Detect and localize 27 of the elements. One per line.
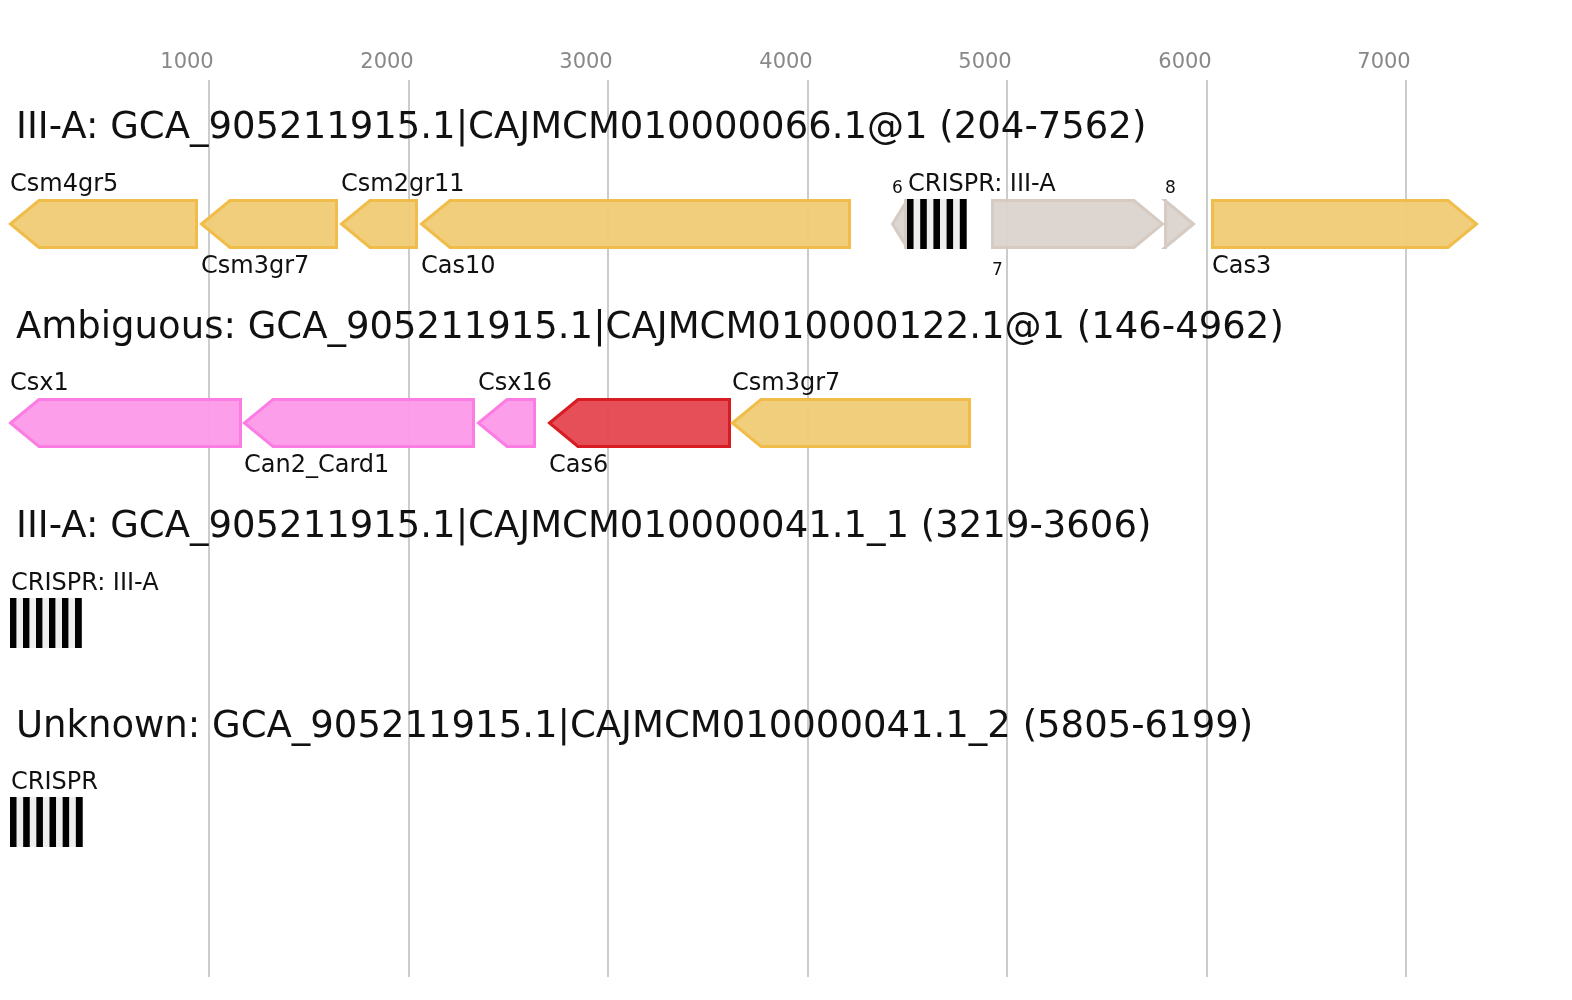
gene-label: Csm2gr11	[341, 169, 465, 197]
gene-label: Cas3	[1212, 251, 1272, 279]
gene-label: Csm4gr5	[10, 169, 119, 197]
gene-label: Csm3gr7	[732, 368, 841, 396]
axis-tick-label: 2000	[359, 49, 415, 73]
track-title: III-A: GCA_905211915.1|CAJMCM010000041.1_1 (3219-3606)	[16, 503, 1152, 547]
axis-tick-label: 3000	[558, 49, 614, 73]
gene-label: CRISPR: III-A	[908, 169, 1056, 197]
axis-tick-label: 6000	[1157, 49, 1213, 73]
gene-label: Cas10	[421, 251, 496, 279]
track-title: III-A: GCA_905211915.1|CAJMCM010000066.1@1 (204-7562)	[16, 104, 1147, 148]
gene-label: Csx1	[10, 368, 69, 396]
gene-label: 6	[892, 177, 903, 197]
axis-tick-label: 4000	[758, 49, 814, 73]
gene-label: CRISPR	[11, 767, 98, 795]
gene-label: 8	[1165, 177, 1176, 197]
gene-label: Csm3gr7	[201, 251, 310, 279]
track-title: Ambiguous: GCA_905211915.1|CAJMCM010000122.1@1 (146-4962)	[16, 304, 1284, 348]
gene-label: Cas6	[549, 450, 609, 478]
axis-tick-label: 1000	[159, 49, 215, 73]
gene-label: CRISPR: III-A	[11, 568, 159, 596]
axis-tick-label: 7000	[1356, 49, 1412, 73]
gene-label: Csx16	[478, 368, 552, 396]
gene-label: 7	[992, 259, 1003, 279]
track-title: Unknown: GCA_905211915.1|CAJMCM010000041.1_2 (5805-6199)	[16, 703, 1254, 747]
gene-label: Can2_Card1	[244, 450, 390, 478]
axis-tick-label: 5000	[957, 49, 1013, 73]
